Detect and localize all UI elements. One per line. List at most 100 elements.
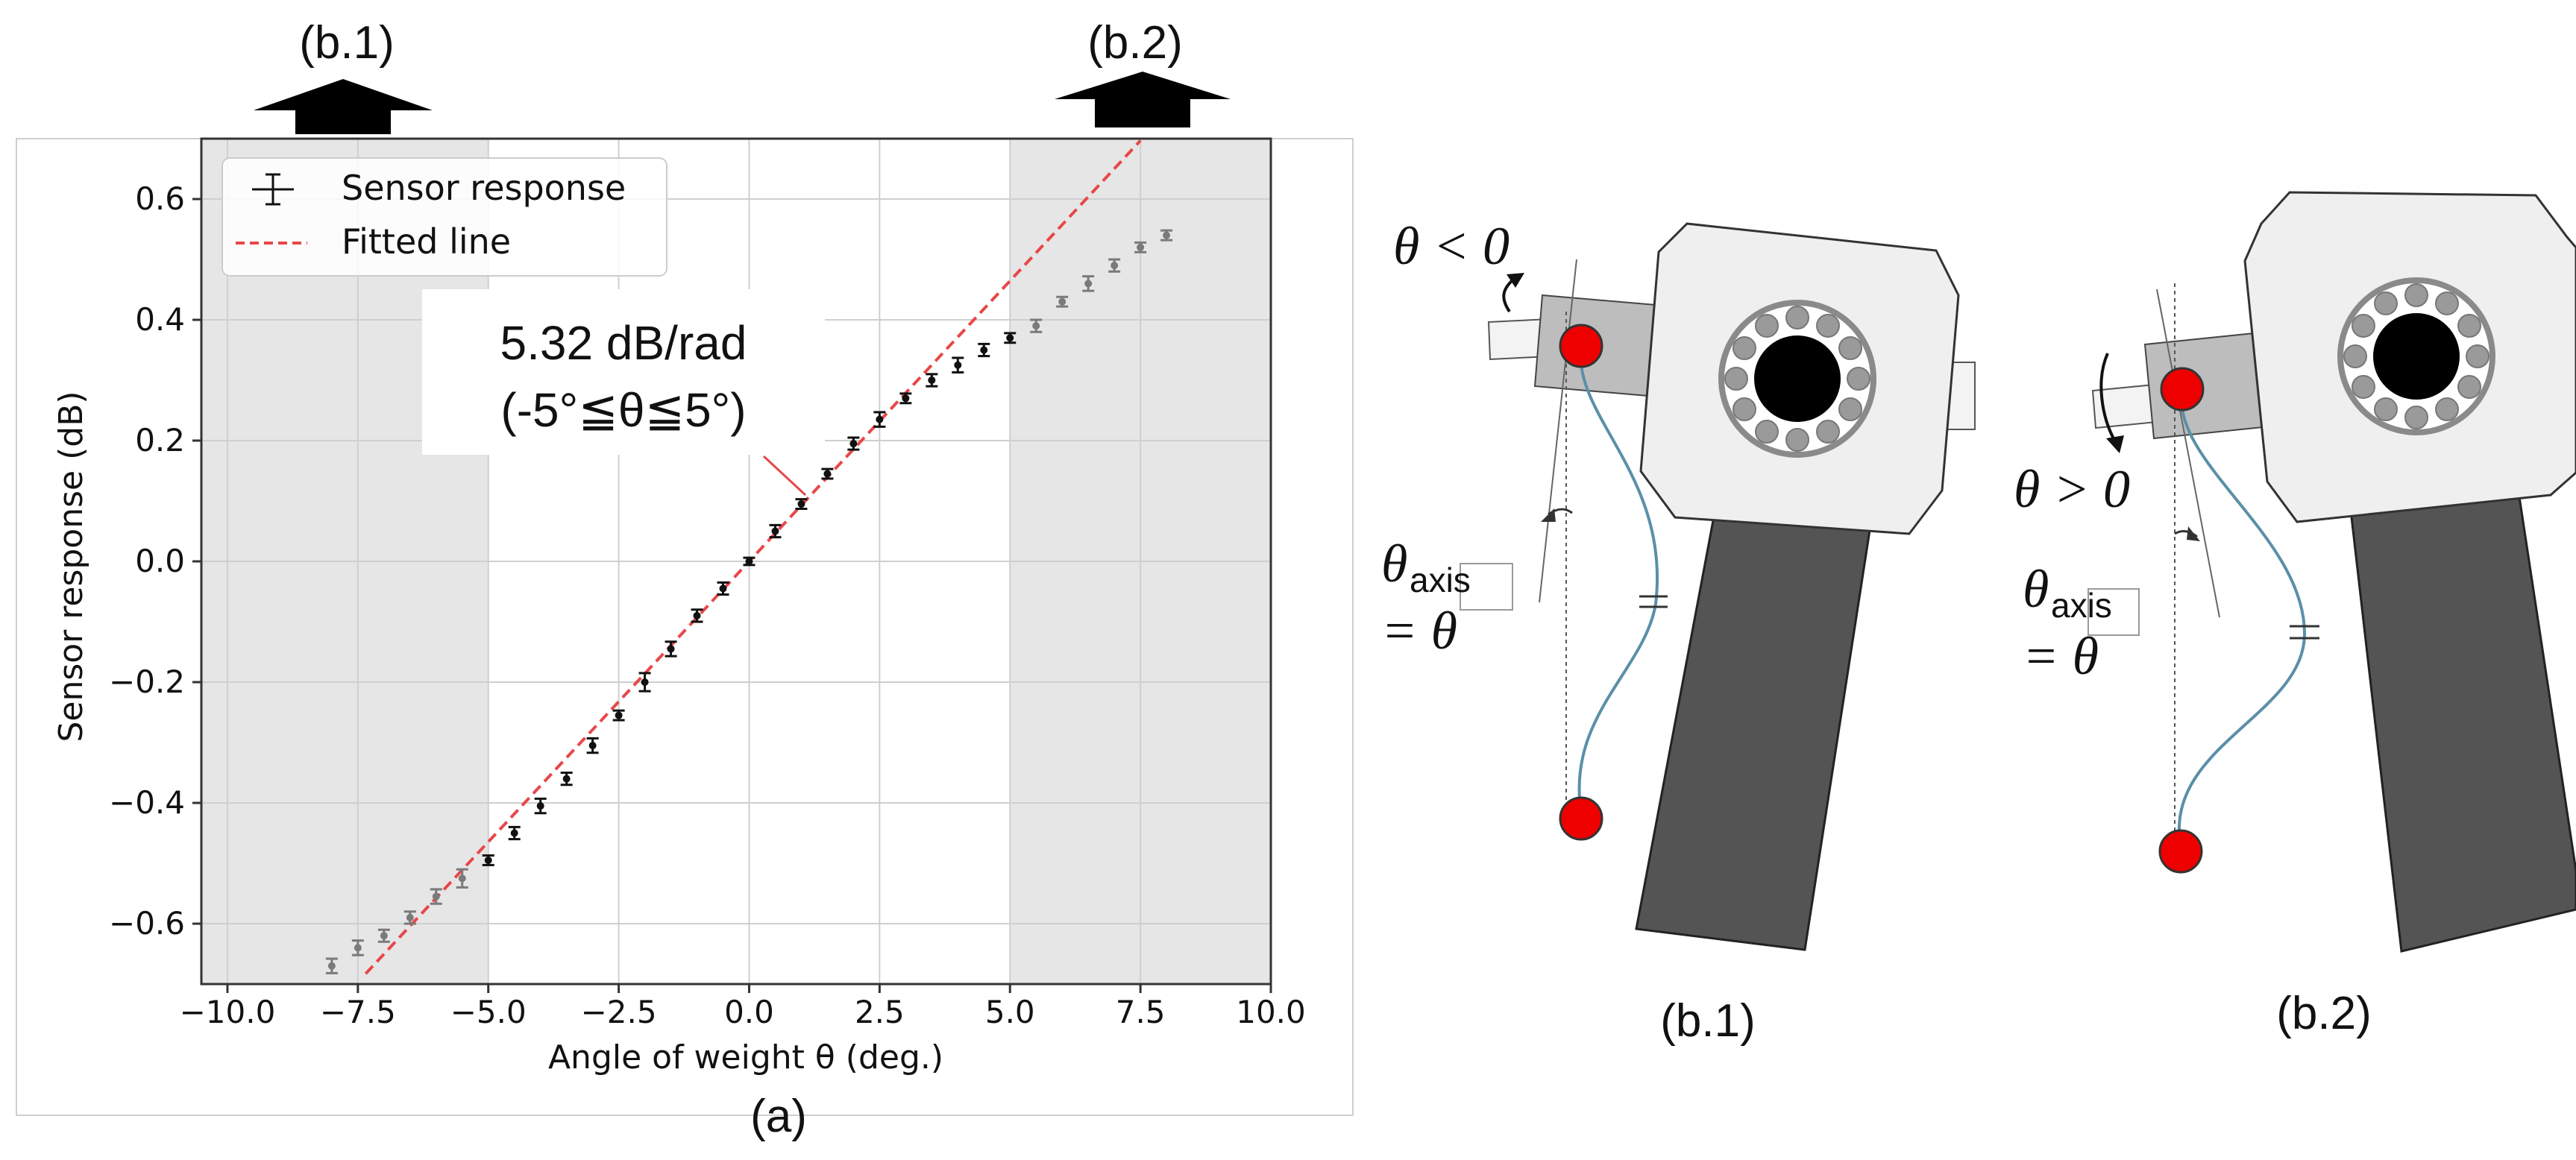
data-point	[430, 888, 442, 905]
point-marker	[667, 645, 675, 653]
x-tick-label: −7.5	[320, 994, 396, 1030]
point-marker	[641, 678, 649, 686]
legend-label-fit: Fitted line	[342, 221, 511, 262]
data-point	[847, 436, 860, 451]
bearing-ball	[2343, 344, 2367, 368]
data-point	[795, 498, 808, 511]
bearing-ball	[1847, 367, 1870, 391]
slope-annotation: 5.32 dB/rad (-5°≦θ≦5°)	[422, 289, 825, 497]
slope-annotation-value: 5.32 dB/rad	[500, 316, 747, 370]
b1-rotation-arrow	[1502, 277, 1515, 313]
point-marker	[1163, 231, 1171, 239]
data-point	[560, 772, 573, 787]
b1-axis-theta: θ	[1381, 534, 1407, 593]
bearing-ball	[2435, 291, 2459, 315]
b2-axis-subscript: axis	[2051, 586, 2112, 625]
slope-annotation-range: (-5°≦θ≦5°)	[500, 383, 746, 437]
svg-text:θ < 0: θ < 0	[1393, 216, 1510, 276]
bearing-ball	[1838, 397, 1863, 421]
point-marker	[849, 440, 858, 448]
data-point	[377, 928, 390, 943]
legend-marker-sensor	[252, 173, 294, 206]
data-point	[1030, 318, 1043, 333]
b2-bearing	[2337, 277, 2495, 435]
point-marker	[327, 962, 336, 970]
x-tick-label: 7.5	[1116, 994, 1166, 1030]
b1-red-marker-bottom	[1559, 796, 1603, 841]
point-marker	[562, 775, 571, 783]
x-tick-label: −2.5	[581, 994, 657, 1030]
bearing-ball	[2457, 314, 2482, 338]
point-marker	[693, 611, 701, 620]
fitted-line	[364, 139, 1142, 975]
data-point	[612, 709, 625, 722]
point-marker	[354, 944, 362, 952]
b2-tilted-axis	[2156, 289, 2220, 618]
point-marker	[876, 415, 884, 423]
point-marker	[745, 558, 753, 565]
data-point	[743, 556, 755, 567]
bearing-ball	[1785, 306, 1809, 330]
bearing-ball	[2351, 314, 2375, 338]
data-point	[638, 672, 651, 693]
x-tick-label: 2.5	[855, 994, 905, 1030]
b1-angle-label: θ < 0	[1393, 216, 1510, 276]
point-marker	[432, 892, 440, 901]
data-point	[926, 373, 938, 388]
data-point	[1108, 258, 1121, 273]
bearing-ball	[2404, 283, 2428, 307]
y-tick-label: 0.4	[135, 301, 185, 338]
y-tick-label: 0.6	[135, 180, 185, 217]
bearing-ball	[1732, 336, 1756, 360]
b1-tilted-axis	[1539, 259, 1577, 603]
point-marker	[797, 500, 805, 508]
b2-angle-label: θ > 0	[2014, 459, 2130, 519]
b1-axis-subscript: axis	[1410, 561, 1471, 599]
data-point	[508, 825, 521, 841]
data-point	[873, 411, 886, 428]
panel-b2: θ > 0 θ axis = θ (b.2)	[2014, 191, 2576, 1039]
bearing-ball	[2351, 375, 2375, 399]
panel-a-caption: (a)	[750, 1091, 807, 1142]
b2-rotation-arrow	[2099, 353, 2117, 442]
bearing-ball	[1724, 367, 1748, 391]
point-marker	[954, 361, 962, 369]
point-marker	[380, 932, 388, 940]
b1-rotation-arrowhead	[1507, 273, 1524, 288]
data-point	[325, 957, 338, 974]
y-tick-label: −0.4	[109, 784, 185, 821]
b1-cable	[1577, 348, 1659, 813]
y-tick-label: −0.2	[109, 663, 185, 700]
point-marker	[771, 527, 779, 535]
b2-axis-label-box	[2087, 588, 2140, 636]
bearing-ball	[1755, 313, 1779, 338]
point-marker	[484, 856, 492, 864]
data-point	[717, 581, 729, 596]
data-point	[403, 910, 416, 925]
x-tick-label: −10.0	[180, 994, 276, 1030]
point-marker	[928, 376, 936, 384]
arrow-left-label: (b.1)	[299, 17, 394, 69]
y-axis-label: Sensor response (dB)	[52, 391, 90, 742]
panel-b1: θ < 0 θ axis = θ (b.1)	[1381, 216, 1976, 1047]
point-marker	[615, 711, 623, 719]
y-tick-label: 0.2	[135, 422, 185, 458]
data-point	[978, 342, 990, 358]
bearing-ball	[2466, 344, 2489, 368]
point-marker	[458, 874, 466, 883]
data-point	[899, 392, 912, 405]
data-point	[821, 467, 834, 480]
b2-angle-arrowhead	[2187, 526, 2200, 541]
b1-equals-theta: = θ	[1381, 601, 1457, 661]
y-tick-label: 0.0	[135, 543, 185, 579]
b2-arm	[2346, 476, 2576, 953]
bearing-ball	[1785, 428, 1809, 452]
x-tick-label: 10.0	[1236, 994, 1306, 1030]
x-tick-label: 0.0	[724, 994, 774, 1030]
data-point	[1004, 332, 1017, 344]
b2-caption: (b.2)	[2276, 988, 2371, 1039]
b1-axis-label-box	[1460, 563, 1513, 611]
x-tick-label: −5.0	[450, 994, 527, 1030]
y-tick-label: −0.6	[109, 905, 185, 942]
